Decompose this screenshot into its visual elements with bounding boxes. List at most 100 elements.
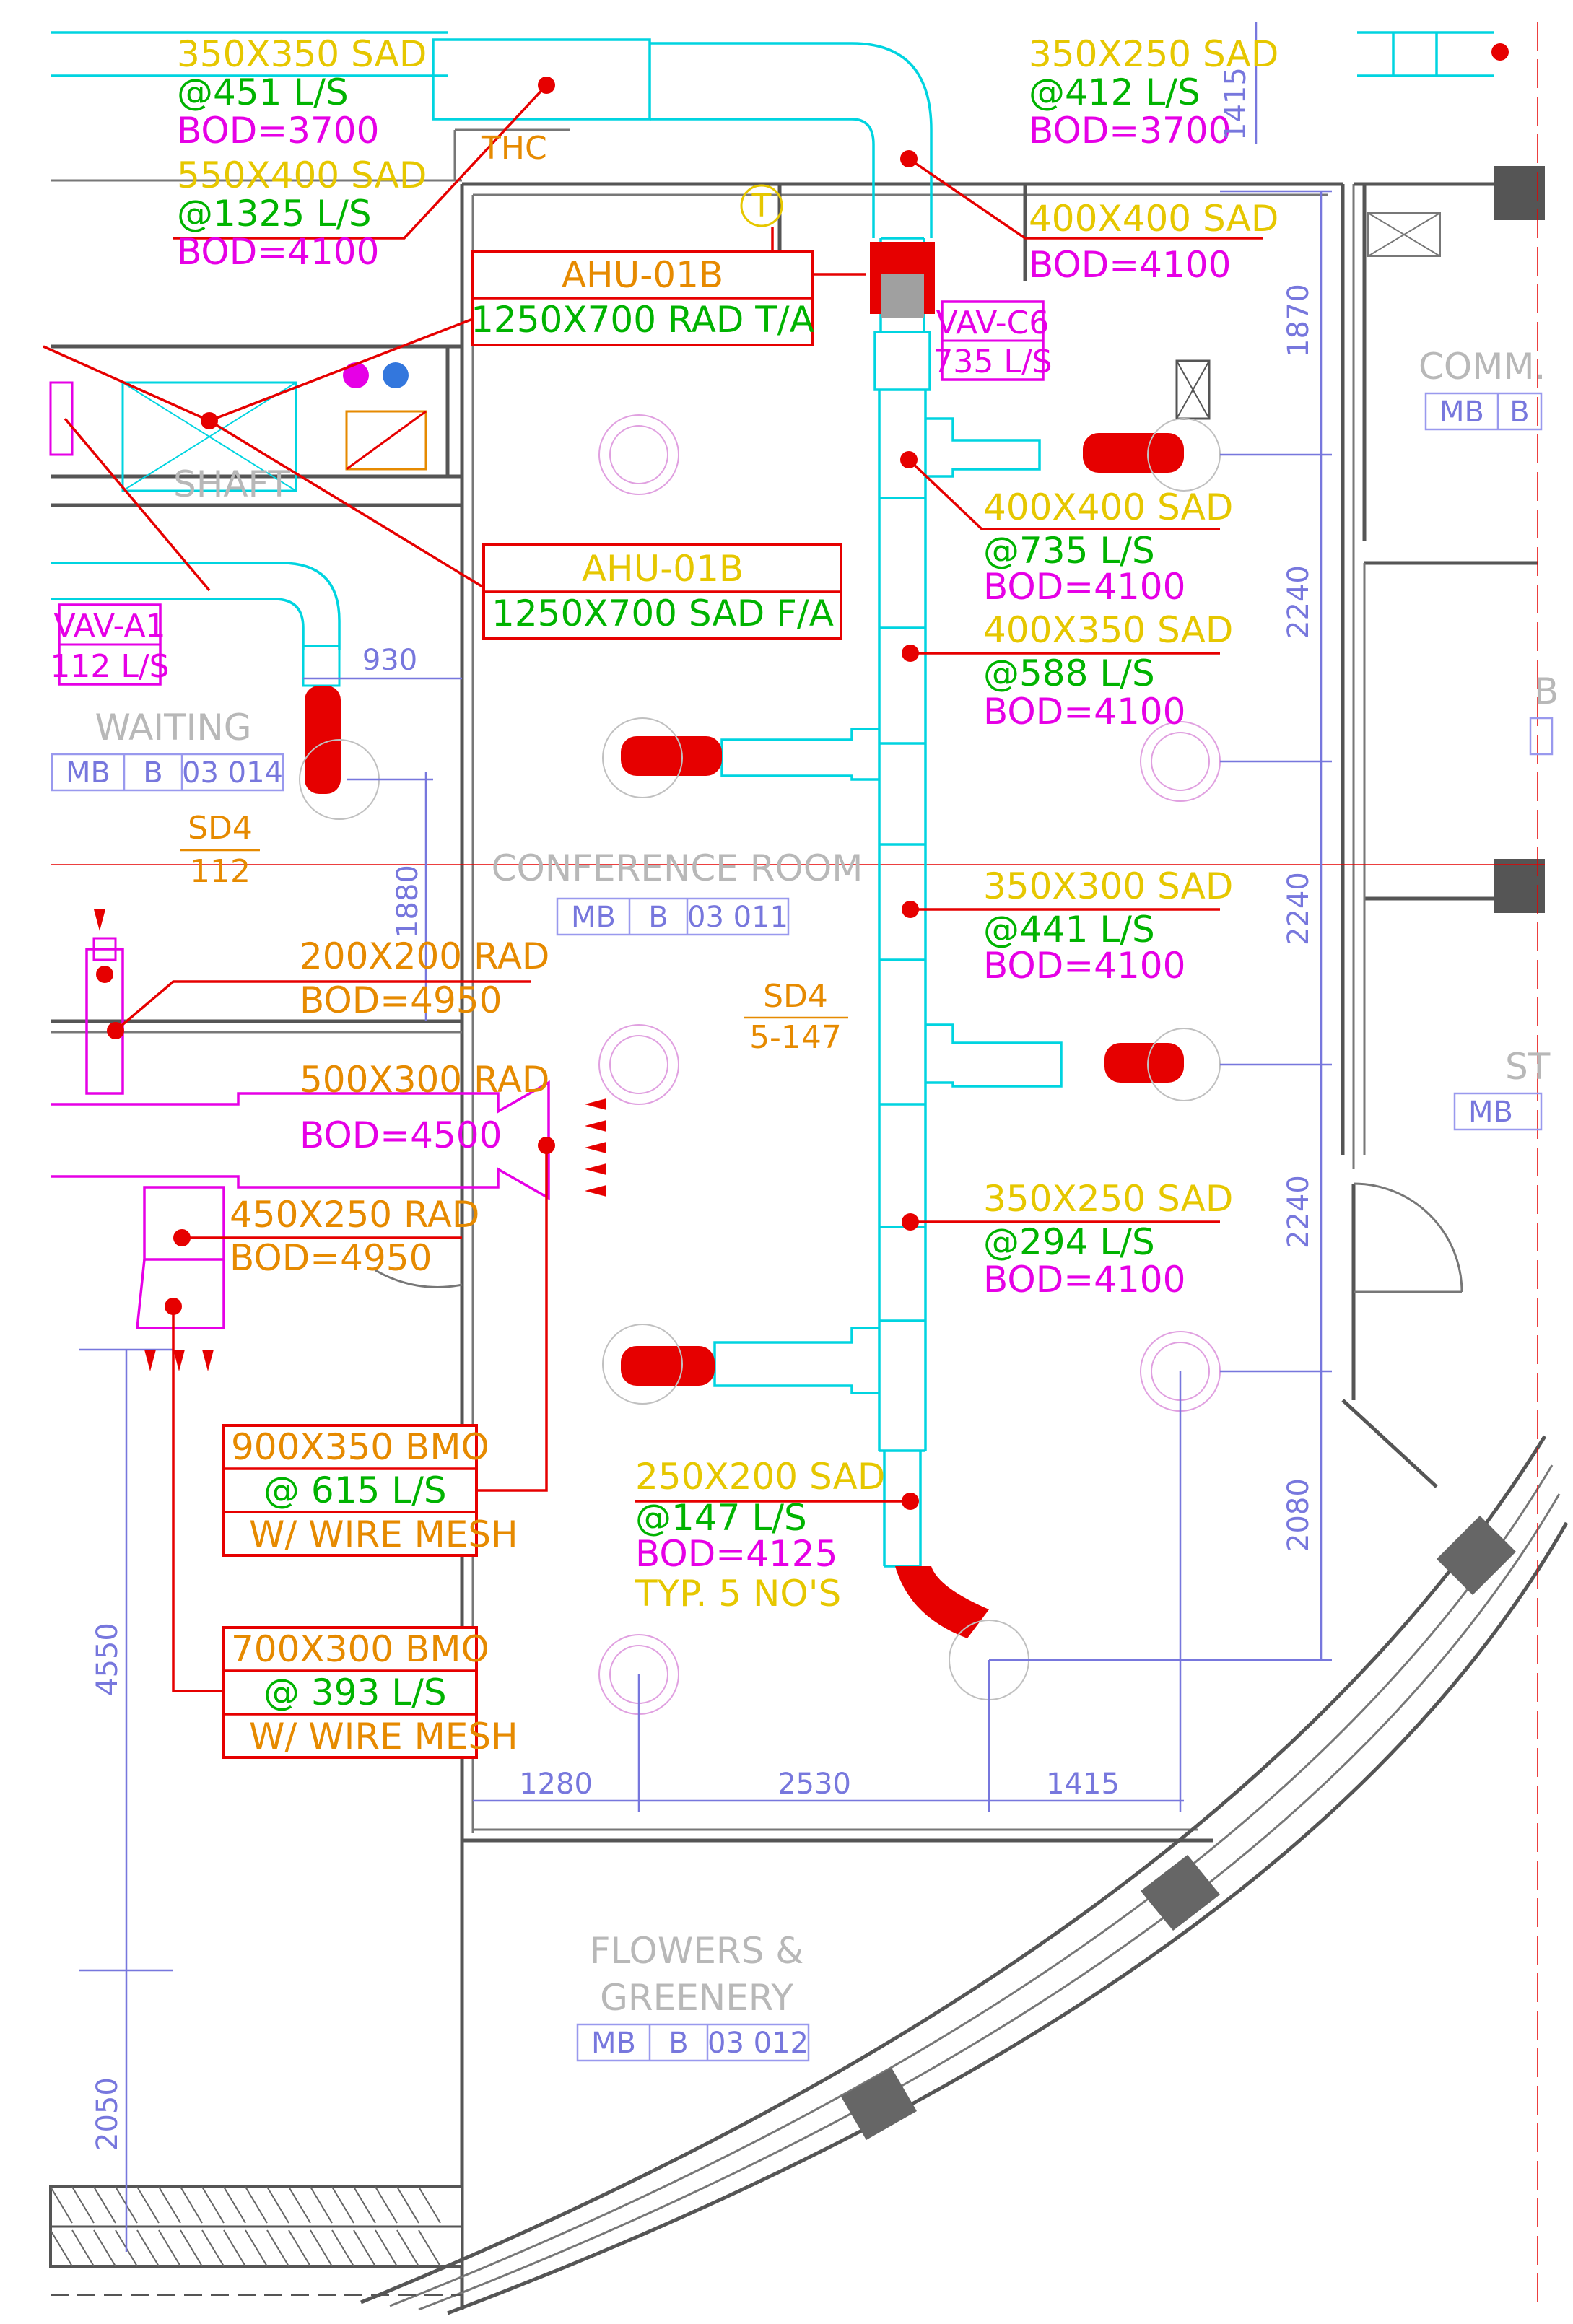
- supply-tag: 250X200 SAD @147 L/S BOD=4125 TYP. 5 NO'…: [635, 1456, 885, 1615]
- room-tag-building: MB: [66, 756, 110, 790]
- supply-flow: @294 L/S: [983, 1221, 1155, 1263]
- supply-size: 550X400 SAD: [177, 154, 427, 196]
- tag-markers: [96, 43, 1509, 1510]
- ahu-tag-ta: AHU-01B 1250X700 RAD T/A: [471, 250, 814, 346]
- vav-name: VAV-A1: [53, 608, 165, 645]
- supply-size: 350X250 SAD: [983, 1178, 1233, 1220]
- dim-right-1: 1870: [1282, 284, 1315, 357]
- dim-bottom-3: 1415: [1046, 1768, 1120, 1801]
- supply-bod: BOD=4100: [983, 1259, 1185, 1301]
- room-tag-building: MB: [1439, 396, 1484, 429]
- bmo-note: W/ WIRE MESH: [249, 1513, 518, 1555]
- thc-label: THC: [481, 130, 547, 167]
- dim-left-2: 2050: [91, 2077, 124, 2151]
- diffuser-tag: SD4 5-147: [744, 978, 848, 1056]
- room-tag-level: B: [143, 756, 162, 790]
- supply-flow: @451 L/S: [177, 71, 349, 113]
- bmo-tag: 700X300 BMO @ 393 L/S W/ WIRE MESH: [222, 1626, 518, 1759]
- supply-size: 350X350 SAD: [177, 33, 427, 75]
- supply-note: TYP. 5 NO'S: [635, 1573, 841, 1615]
- room-name-2: GREENERY: [600, 1977, 793, 2019]
- supply-flow: @147 L/S: [635, 1497, 807, 1539]
- dimension-labels: 1415 1870 2240 2240 2240 2080 1280 2530 …: [91, 67, 1315, 2151]
- supply-tag: 550X400 SAD @1325 L/S BOD=4100: [177, 154, 427, 273]
- shaft-label: SHAFT: [173, 463, 290, 505]
- dim-top-right: 1415: [1219, 67, 1252, 141]
- ahu-title: AHU-01B: [562, 254, 723, 296]
- supply-tag: 350X300 SAD @441 L/S BOD=4100: [983, 865, 1233, 987]
- bmo-size: 900X350 BMO: [231, 1426, 489, 1468]
- supply-bod: BOD=4100: [983, 945, 1185, 987]
- dimension-lines: [79, 22, 1332, 2252]
- bmo-note: W/ WIRE MESH: [249, 1716, 518, 1757]
- supply-tag: 400X400 SAD @735 L/S BOD=4100: [983, 486, 1233, 608]
- supply-bod: BOD=4100: [1029, 244, 1231, 286]
- ahu-desc: 1250X700 SAD F/A: [492, 593, 834, 634]
- diffuser-code: SD4: [763, 978, 828, 1015]
- supply-flow: @441 L/S: [983, 909, 1155, 951]
- return-bod: BOD=4950: [230, 1237, 432, 1279]
- supply-tag: 350X250 SAD @412 L/S BOD=3700: [1029, 33, 1278, 152]
- dim-left-1: 4550: [91, 1622, 124, 1696]
- walls: [49, 22, 1569, 2315]
- diffuser-tag: SD4 112: [180, 810, 260, 890]
- supply-size: 250X200 SAD: [635, 1456, 885, 1498]
- room-name: B: [1534, 670, 1559, 712]
- room-tag-level: B: [648, 901, 668, 934]
- room-comm: COMM. MB B: [1419, 346, 1546, 431]
- supply-flow: @735 L/S: [983, 530, 1155, 572]
- supply-size: 400X400 SAD: [1029, 198, 1278, 240]
- supply-tag: 400X350 SAD @588 L/S BOD=4100: [983, 609, 1233, 733]
- room-flowers-greenery: FLOWERS & GREENERY MB B 03 012: [576, 1930, 810, 2062]
- return-tag: 200X200 RAD BOD=4950: [300, 935, 549, 1021]
- supply-ductwork: [51, 31, 1494, 1568]
- return-tag: 500X300 RAD BOD=4500: [300, 1059, 549, 1156]
- room-conference: CONFERENCE ROOM MB B 03 011: [492, 847, 863, 936]
- supply-size: 350X250 SAD: [1029, 33, 1278, 75]
- leader-lines: [43, 84, 1263, 1692]
- return-tag: 450X250 RAD BOD=4950: [230, 1194, 479, 1279]
- return-bod: BOD=4950: [300, 979, 502, 1021]
- room-tag-number: 03 014: [182, 756, 283, 790]
- dim-right-2: 2240: [1282, 565, 1315, 639]
- dim-waiting-height: 1880: [391, 865, 424, 938]
- room-tag-level: B: [1509, 396, 1529, 429]
- room-tag-building: MB: [1468, 1096, 1513, 1129]
- airflow-arrows: [94, 909, 606, 1371]
- room-tag-building: MB: [591, 2027, 636, 2060]
- supply-flow: @412 L/S: [1029, 71, 1201, 113]
- supply-tag: 400X400 SAD BOD=4100: [1029, 198, 1278, 286]
- return-size: 200X200 RAD: [300, 935, 549, 977]
- bmo-flow: @ 393 L/S: [263, 1672, 447, 1713]
- vav-flow: 735 L/S: [933, 344, 1052, 380]
- supply-tag: 350X250 SAD @294 L/S BOD=4100: [983, 1178, 1233, 1301]
- diffuser-value: 112: [190, 853, 250, 890]
- ahu-title: AHU-01B: [582, 548, 744, 590]
- diffuser-value: 5-147: [749, 1019, 842, 1056]
- room-b: B: [1529, 670, 1559, 756]
- dim-right-4: 2240: [1282, 1175, 1315, 1249]
- return-size: 450X250 RAD: [230, 1194, 479, 1236]
- vav-tag-c6: VAV-C6 735 L/S: [933, 300, 1053, 381]
- room-name: ST: [1505, 1046, 1551, 1088]
- flex-ducts: [305, 242, 1184, 1638]
- supply-size: 400X350 SAD: [983, 609, 1233, 651]
- vav-flow: 112 L/S: [50, 648, 169, 685]
- supply-flow: @1325 L/S: [177, 193, 372, 235]
- room-waiting: WAITING MB B 03 014: [51, 707, 284, 792]
- dim-waiting-width: 930: [362, 644, 417, 677]
- dim-right-5: 2080: [1282, 1478, 1315, 1552]
- supply-tag: 350X350 SAD @451 L/S BOD=3700: [177, 33, 427, 152]
- room-name: FLOWERS &: [590, 1930, 804, 1972]
- room-tag-building: MB: [571, 901, 616, 934]
- ahu-desc: 1250X700 RAD T/A: [471, 299, 814, 341]
- room-name: CONFERENCE ROOM: [492, 847, 863, 889]
- bmo-flow: @ 615 L/S: [263, 1469, 447, 1511]
- supply-bod: BOD=4100: [983, 691, 1185, 733]
- supply-flow: @588 L/S: [983, 652, 1155, 694]
- bmo-tag: 900X350 BMO @ 615 L/S W/ WIRE MESH: [222, 1424, 518, 1557]
- thermostat-label: T: [751, 188, 772, 224]
- supply-bod: BOD=4125: [635, 1533, 837, 1575]
- return-size: 500X300 RAD: [300, 1059, 549, 1101]
